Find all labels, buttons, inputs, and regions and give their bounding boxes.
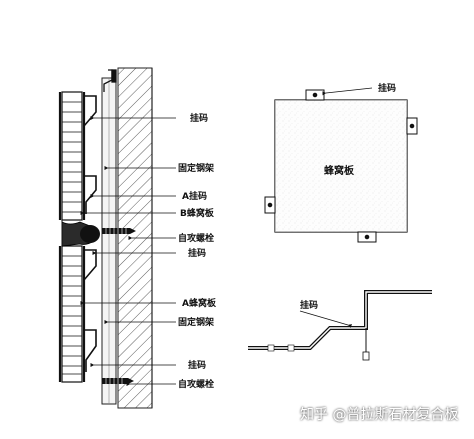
self-tapping-screw-lower (102, 378, 134, 384)
label-steel-frame-2: 固定钢架 (178, 316, 214, 328)
label-steel-frame-1: 固定钢架 (178, 162, 214, 174)
watermark: 知乎 @普拉斯石材复合板 (300, 407, 459, 423)
hanger-detail: 挂码 (248, 290, 432, 361)
label-a-panel: A蜂窝板 (182, 297, 217, 309)
steel-frame (101, 77, 117, 405)
label-hanger-2: 挂码 (188, 247, 206, 259)
section-labels: 挂码 固定钢架 A挂码 B蜂窝板 自攻螺栓 挂码 A蜂窝板 固定钢架 挂码 自攻… (178, 112, 217, 390)
top-clip (103, 69, 117, 92)
label-hanger-1: 挂码 (190, 112, 208, 124)
panel-hanger-tabs (264, 89, 418, 243)
hanger-brackets (83, 95, 97, 372)
label-screw-bolt-1: 自攻螺栓 (178, 232, 214, 244)
label-b-panel: B蜂窝板 (180, 207, 215, 219)
section-view: 挂码 固定钢架 A挂码 B蜂窝板 自攻螺栓 挂码 A蜂窝板 固定钢架 挂码 自攻… (58, 67, 217, 409)
self-tapping-screw-upper (102, 228, 136, 234)
hanger-detail-label: 挂码 (300, 299, 318, 311)
label-hanger-3: 挂码 (188, 359, 206, 371)
leader-lines (80, 116, 176, 386)
joint-sealant (61, 220, 100, 247)
label-a-hanger: A挂码 (182, 190, 207, 202)
lower-honeycomb-panel (58, 245, 86, 383)
label-screw-bolt-2: 自攻螺栓 (178, 378, 214, 390)
panel-label: 蜂窝板 (324, 164, 355, 177)
upper-honeycomb-panel (58, 91, 86, 221)
panel-front-view: 挂码 蜂窝板 (264, 82, 418, 243)
panel-hanger-label: 挂码 (378, 82, 396, 94)
